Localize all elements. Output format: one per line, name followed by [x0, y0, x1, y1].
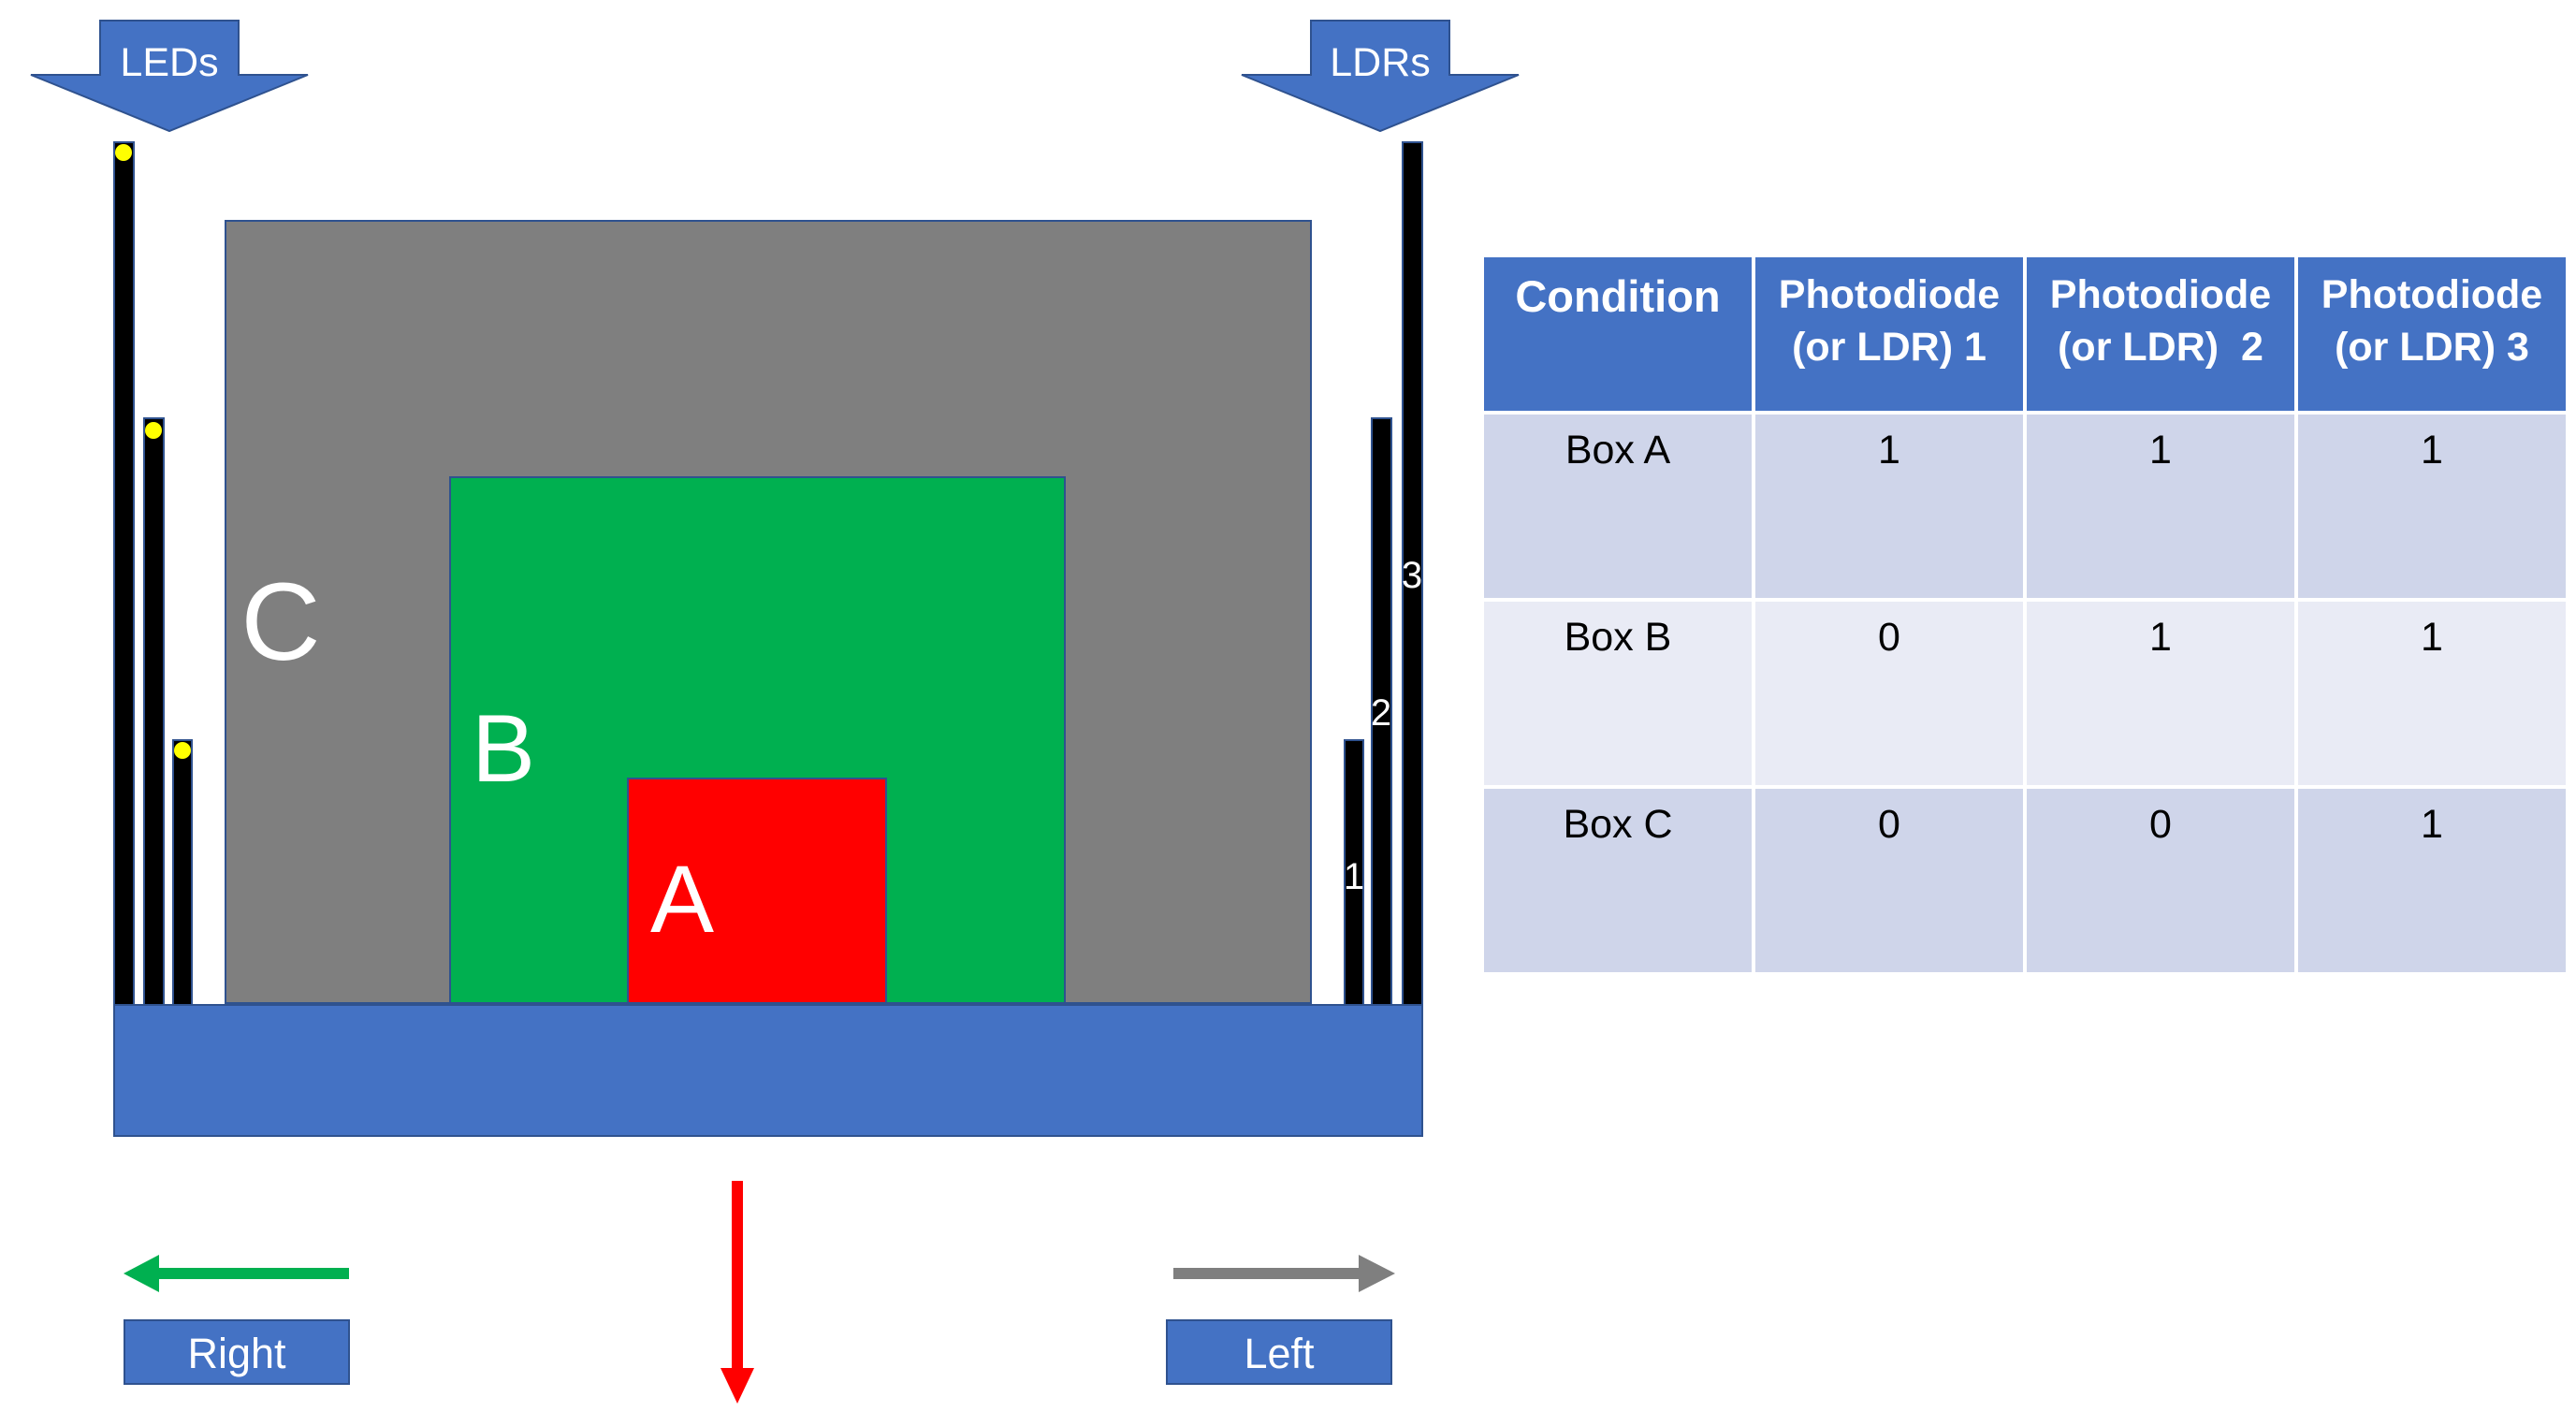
ldr-posts: 1 2 3 [1344, 141, 1423, 1006]
header-condition: Condition [1480, 254, 1755, 415]
right-arrow-head [124, 1255, 159, 1292]
base-platform [113, 1004, 1423, 1137]
header-photodiode-2: Photodiode (or LDR) 2 [2023, 254, 2298, 415]
header-photodiode-3: Photodiode (or LDR) 3 [2294, 254, 2569, 415]
led-posts [113, 141, 193, 1006]
ldr-label-3: 3 [1402, 555, 1422, 596]
leds-arrow-shape [30, 20, 309, 133]
right-direction-arrow [124, 1255, 349, 1292]
header-line: (or LDR) 3 [2335, 325, 2529, 370]
right-label-box [124, 1319, 350, 1385]
box-c-label: C [240, 560, 320, 684]
table-row: Box C 0 0 1 [1480, 785, 2569, 976]
table-cell: 0 [2023, 785, 2298, 976]
table-row: Box A 1 1 1 [1480, 411, 2569, 602]
table-cell: Box A [1480, 411, 1755, 602]
ldrs-arrow-shape [1241, 20, 1520, 133]
right-label: Right [187, 1330, 286, 1377]
ldr-label-2: 2 [1371, 692, 1391, 734]
led-post-middle [143, 417, 165, 1006]
led-post-tall [113, 141, 135, 1006]
table-cell: 0 [1752, 785, 2027, 976]
table-cell: 1 [2294, 411, 2569, 602]
led-light-middle [145, 422, 162, 439]
table-cell: 1 [2294, 785, 2569, 976]
header-condition-text: Condition [1515, 271, 1721, 321]
down-arrow-head [720, 1368, 754, 1404]
header-line: (or LDR) 2 [2058, 325, 2263, 370]
left-arrow-shaft [1173, 1268, 1361, 1279]
leds-arrow: LEDs [30, 20, 309, 133]
header-line: (or LDR) 1 [1792, 325, 1987, 370]
table-cell: 1 [1752, 411, 2027, 602]
left-label-box [1166, 1319, 1392, 1385]
left-arrow-head [1359, 1255, 1395, 1292]
table-cell: 0 [1752, 598, 2027, 789]
ldrs-arrow-label: LDRs [1330, 40, 1431, 85]
condition-table: Condition Photodiode (or LDR) 1 Photodio… [1480, 254, 2569, 976]
ldr-label-1: 1 [1344, 856, 1364, 897]
table-cell: 1 [2023, 411, 2298, 602]
header-line: Photodiode [1778, 272, 2001, 317]
down-arrow [720, 1181, 754, 1404]
box-b-label: B [472, 695, 535, 802]
right-arrow-shaft [157, 1268, 349, 1279]
led-light-top [115, 144, 132, 161]
header-line: Photodiode [2049, 272, 2272, 317]
box-a-label: A [650, 846, 714, 953]
box-a [627, 778, 887, 1004]
header-line: Photodiode [2321, 272, 2543, 317]
header-photodiode-1: Photodiode (or LDR) 1 [1752, 254, 2027, 415]
table-row: Box B 0 1 1 [1480, 598, 2569, 789]
table-cell: Box B [1480, 598, 1755, 789]
leds-arrow-label: LEDs [120, 40, 218, 85]
left-direction-arrow [1173, 1255, 1395, 1292]
down-arrow-shaft [732, 1181, 743, 1370]
table-header-row: Condition Photodiode (or LDR) 1 Photodio… [1480, 254, 2569, 415]
table-cell: 1 [2294, 598, 2569, 789]
led-light-bottom [174, 742, 191, 759]
table-cell: 1 [2023, 598, 2298, 789]
ldrs-arrow: LDRs [1241, 20, 1520, 133]
led-post-short [172, 739, 193, 1006]
left-label: Left [1244, 1330, 1315, 1377]
table-cell: Box C [1480, 785, 1755, 976]
